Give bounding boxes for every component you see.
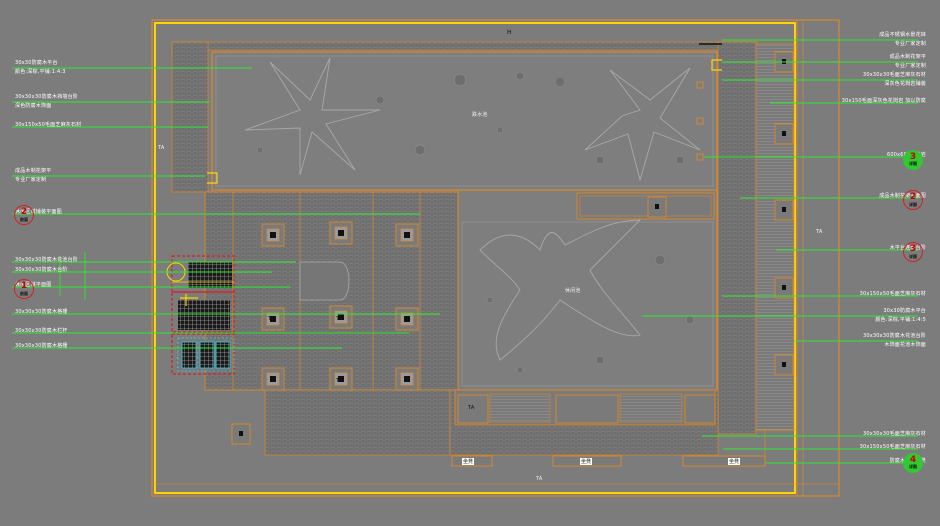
- annotation-line: 30x150x50毛面芝麻灰石材: [15, 122, 82, 128]
- callout-number: 4: [909, 455, 917, 465]
- planter-box: [774, 199, 794, 221]
- callout-subtitle: 详图: [909, 464, 917, 469]
- annotation-line: 成品木制花架平: [15, 168, 52, 174]
- left-annotation: 休闲区域铺装平面图: [15, 209, 62, 215]
- annotation-line: 30x150x50毛面芝麻灰石材: [859, 444, 926, 450]
- annotation-line: 30x30x30防腐木格栅: [15, 309, 68, 315]
- annotation-line: 30x150x50毛面芝麻灰石材: [859, 291, 926, 297]
- callout-subtitle: 详图: [909, 202, 917, 207]
- tree-planter: [329, 367, 353, 391]
- planter-box: [774, 277, 794, 299]
- right-annotation: 成品不锈钢水景花钵专业厂家定制: [879, 32, 926, 47]
- right-annotation: 30x30x30毛面芝麻灰石材: [863, 431, 926, 437]
- callout-number: 2: [909, 192, 917, 202]
- annotation-line: 30x30x30防腐木花池台阶: [15, 257, 79, 263]
- lower-pool-label: 休闲池: [565, 288, 581, 294]
- right-area-mark: TA: [816, 229, 823, 235]
- tree-planter: [395, 367, 419, 391]
- left-annotation: 30x30x30防腐木格栅: [15, 343, 68, 349]
- annotation-line: 成品木制花架平: [889, 54, 926, 60]
- tree-planter: [395, 223, 419, 247]
- bench-tag: 坐凳: [580, 458, 593, 465]
- callout-number: 3: [909, 244, 917, 254]
- annotation-line: 30x30x30毛面芝麻灰石材: [862, 431, 926, 437]
- tree-planter: [261, 223, 285, 247]
- annotation-line: 30x30x30防腐木格栅: [15, 343, 68, 349]
- left-annotation: 30x30x30防腐木花池台阶: [15, 257, 78, 263]
- left-annotation: 30x30x30防腐木格栅: [15, 309, 68, 315]
- right-annotation: 30x30x30毛面芝麻灰石材深灰色花岗岩铺装: [863, 72, 926, 87]
- left-area-mark: TA: [158, 145, 165, 151]
- callout-subtitle: 详图: [909, 254, 917, 259]
- annotation-line: 成品不锈钢水景花钵: [879, 32, 926, 38]
- tree-mark: TA: [336, 316, 343, 322]
- annotation-line: 30x30防腐木平台: [15, 60, 58, 66]
- planter-box: [647, 196, 667, 218]
- left-annotation: 30x30防腐木平台颜色:深棕,平铺:1:4:3: [15, 60, 66, 75]
- callout-number: 2: [20, 207, 28, 217]
- right-annotation: 30x150x50毛面芝麻灰石材: [860, 291, 926, 297]
- annotation-line: 深色防腐木饰面: [15, 103, 52, 109]
- annotation-line: 休闲区域铺装平面图: [15, 209, 62, 215]
- annotation-line: 专业厂家定制: [894, 63, 926, 69]
- left-annotation: 成品木制花架平专业厂家定制: [15, 168, 51, 183]
- left-annotation: 30x150x50毛面芝麻灰石材: [15, 122, 81, 128]
- tree-planter: [261, 367, 285, 391]
- annotation-line: 30x30x30毛面芝麻灰石材: [862, 72, 926, 78]
- top-mark: H: [507, 29, 512, 36]
- tree-planter: [329, 221, 353, 245]
- annotation-line: 颜色:深棕,平铺:1:4:3: [15, 69, 66, 75]
- callout-subtitle: 详图: [909, 161, 917, 166]
- callout-subtitle: 剖面: [20, 291, 28, 296]
- annotation-line: 30x30x30防腐木台阶: [15, 267, 68, 273]
- annotation-line: 30x30防腐木平台: [883, 308, 926, 314]
- annotation-line: 30x30x30防腐木挡墙台阶: [15, 94, 79, 100]
- annotation-line: 30x30x30防腐木栏杆: [15, 328, 68, 334]
- annotation-line: 专业厂家定制: [15, 177, 47, 183]
- right-annotation: 30x30防腐木平台颜色:深棕,平铺:1:4:5: [875, 308, 926, 323]
- annotation-line: 30x150毛面深灰色花岗岩 加以防腐: [841, 98, 926, 104]
- tree-mark: TA: [468, 405, 475, 411]
- right-annotation: 成品木制花架平面图: [879, 193, 926, 199]
- left-annotation: 30x30x30防腐木栏杆: [15, 328, 68, 334]
- tree-planter: [261, 307, 285, 331]
- callout-number: 1: [20, 281, 28, 291]
- tree-planter: [395, 307, 419, 331]
- planter-box: [774, 354, 794, 376]
- bench-tag: 坐凳: [728, 458, 741, 465]
- tree-mark: TA: [404, 316, 411, 322]
- tree-mark: TA: [336, 378, 343, 384]
- right-annotation: 成品木制花架平专业厂家定制: [890, 54, 926, 69]
- callout-number: 3: [909, 152, 917, 162]
- right-annotation: 30x150毛面深灰色花岗岩 加以防腐: [842, 98, 926, 104]
- annotation-line: 30x30x30防腐木花池台阶: [862, 333, 926, 339]
- planter-box: [231, 423, 251, 445]
- callout-subtitle: 剖面: [20, 217, 28, 222]
- bottom-area-mark: TA: [536, 476, 543, 482]
- annotation-line: 木饰面花池木饰面: [884, 342, 926, 348]
- bench-tag: 坐凳: [462, 458, 475, 465]
- annotation-line: 成品木制花架平面图: [879, 193, 926, 199]
- upper-pool-label: 跌水池: [472, 112, 488, 118]
- annotation-line: 颜色:深棕,平铺:1:4:5: [875, 317, 926, 323]
- annotation-line: 深灰色花岗岩铺装: [884, 81, 926, 87]
- left-annotation: 30x30x30防腐木挡墙台阶深色防腐木饰面: [15, 94, 78, 109]
- left-annotation: 30x30x30防腐木台阶: [15, 267, 68, 273]
- right-annotation: 30x150x50毛面芝麻灰石材: [860, 444, 926, 450]
- right-annotation: 30x30x30防腐木花池台阶木饰面花池木饰面: [863, 333, 926, 348]
- planter-box: [774, 123, 794, 145]
- annotation-line: 专业厂家定制: [894, 41, 926, 47]
- tree-mark: TA: [268, 316, 275, 322]
